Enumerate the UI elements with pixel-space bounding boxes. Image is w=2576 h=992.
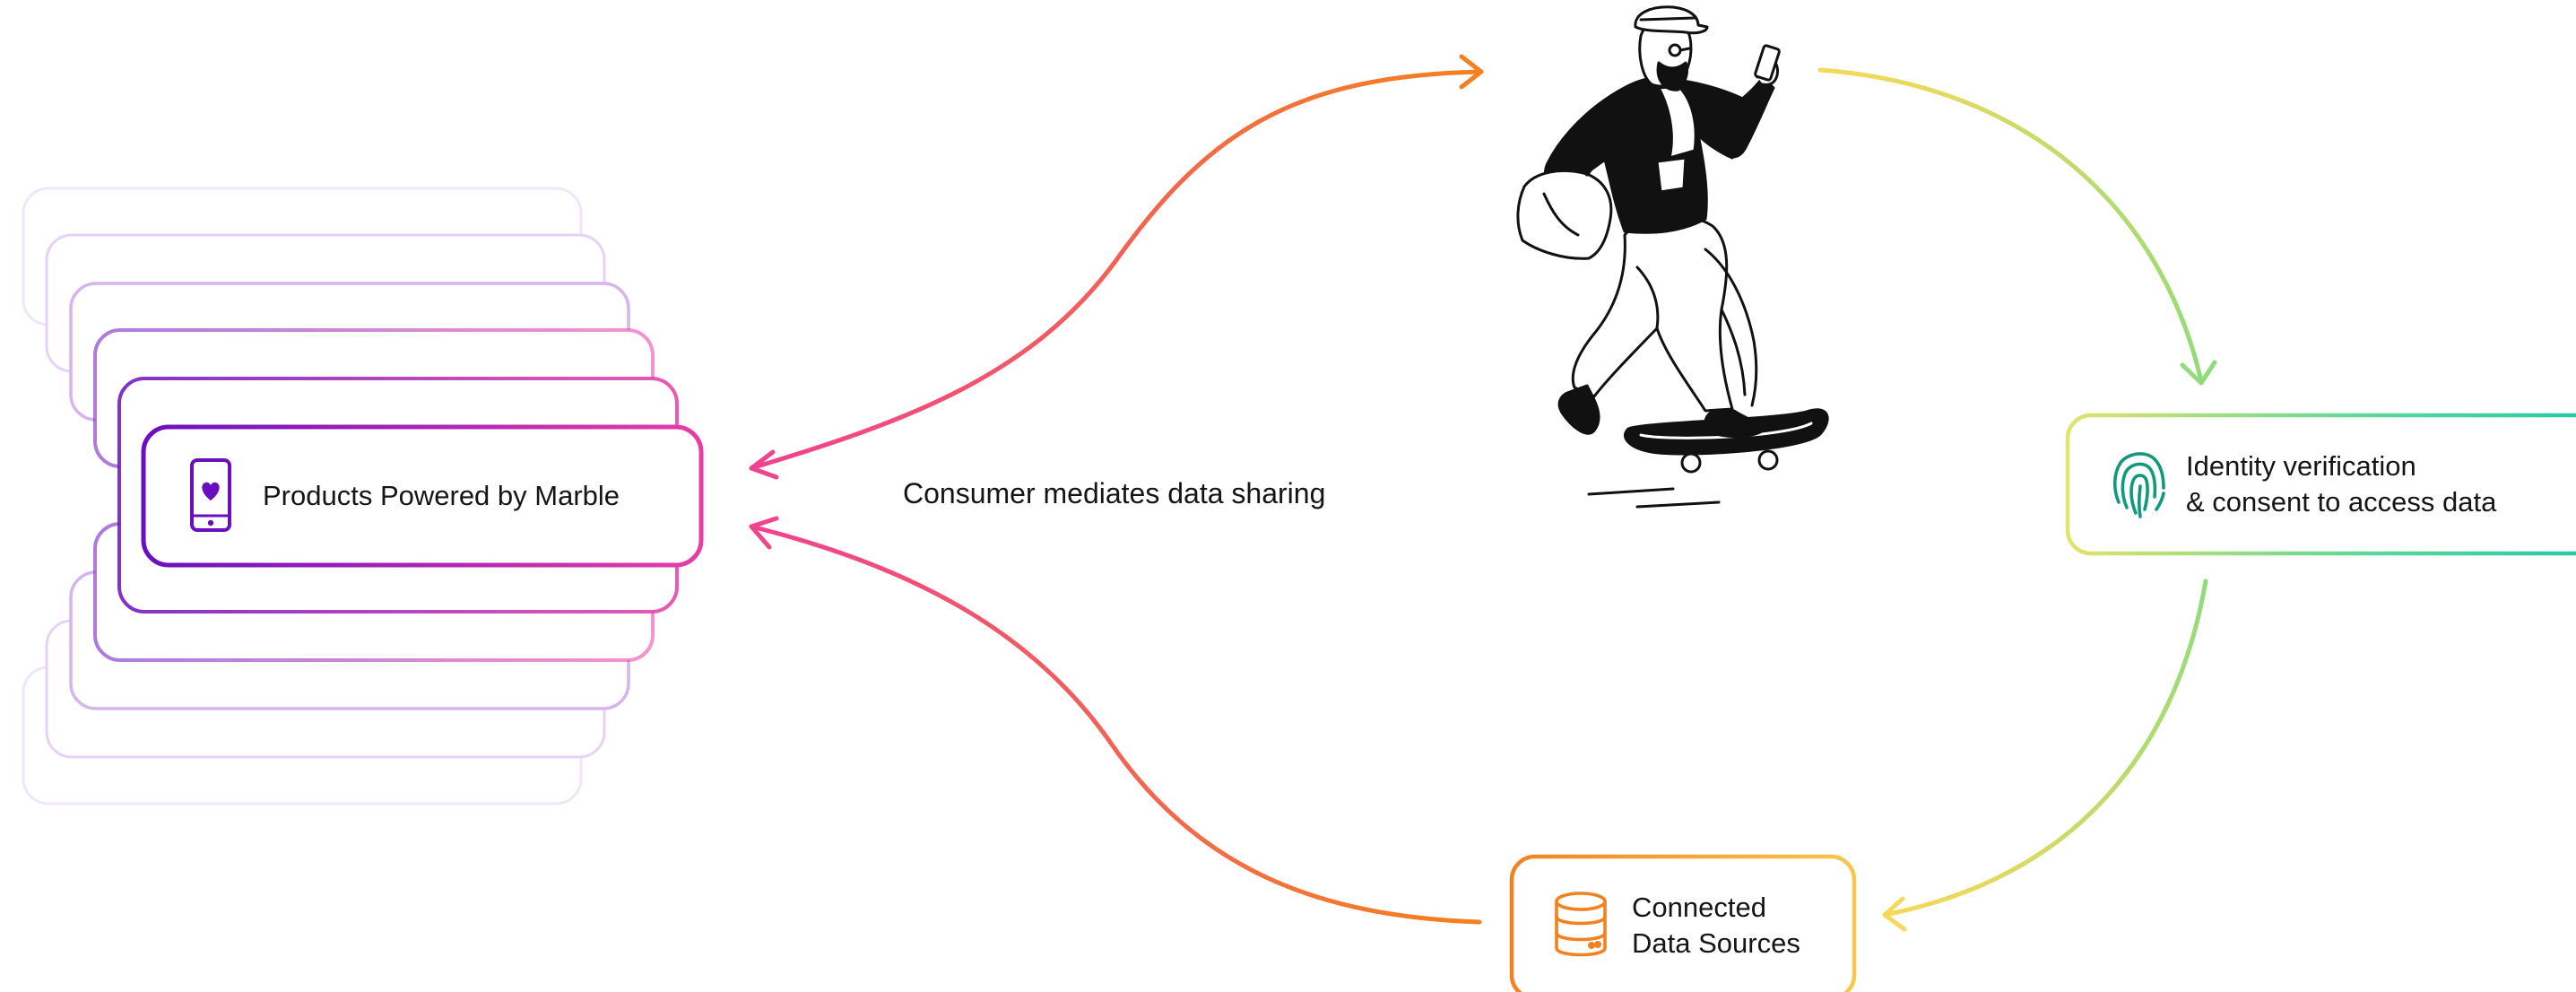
data-sources-card	[1509, 854, 1857, 992]
data-sources-node	[1509, 854, 1857, 992]
identity-card	[2065, 413, 2576, 556]
consumer-mediates-label: Consumer mediates data sharing	[903, 477, 1326, 509]
data-sources-label-line-1: Connected	[1632, 892, 1766, 923]
products-label: Products Powered by Marble	[263, 480, 620, 511]
products-card	[141, 424, 704, 568]
identity-label-line-1: Identity verification	[2186, 450, 2416, 482]
fingerprint-icon	[2112, 452, 2165, 518]
arrow-products-to-consumer	[749, 54, 1484, 480]
product-card-stack	[22, 187, 704, 805]
identity-node	[2065, 413, 2576, 556]
database-icon	[1555, 892, 1607, 957]
identity-label-line-2: & consent to access data	[2186, 486, 2497, 518]
arrow-consumer-to-identity	[1817, 67, 2217, 386]
arrow-identity-to-data-sources	[1882, 579, 2208, 932]
arrow-data-sources-to-products	[749, 516, 1482, 925]
phone-heart-icon	[190, 458, 231, 532]
skateboarder-with-phone-illustration	[1516, 5, 1829, 509]
data-sources-label-line-2: Data Sources	[1632, 927, 1800, 959]
